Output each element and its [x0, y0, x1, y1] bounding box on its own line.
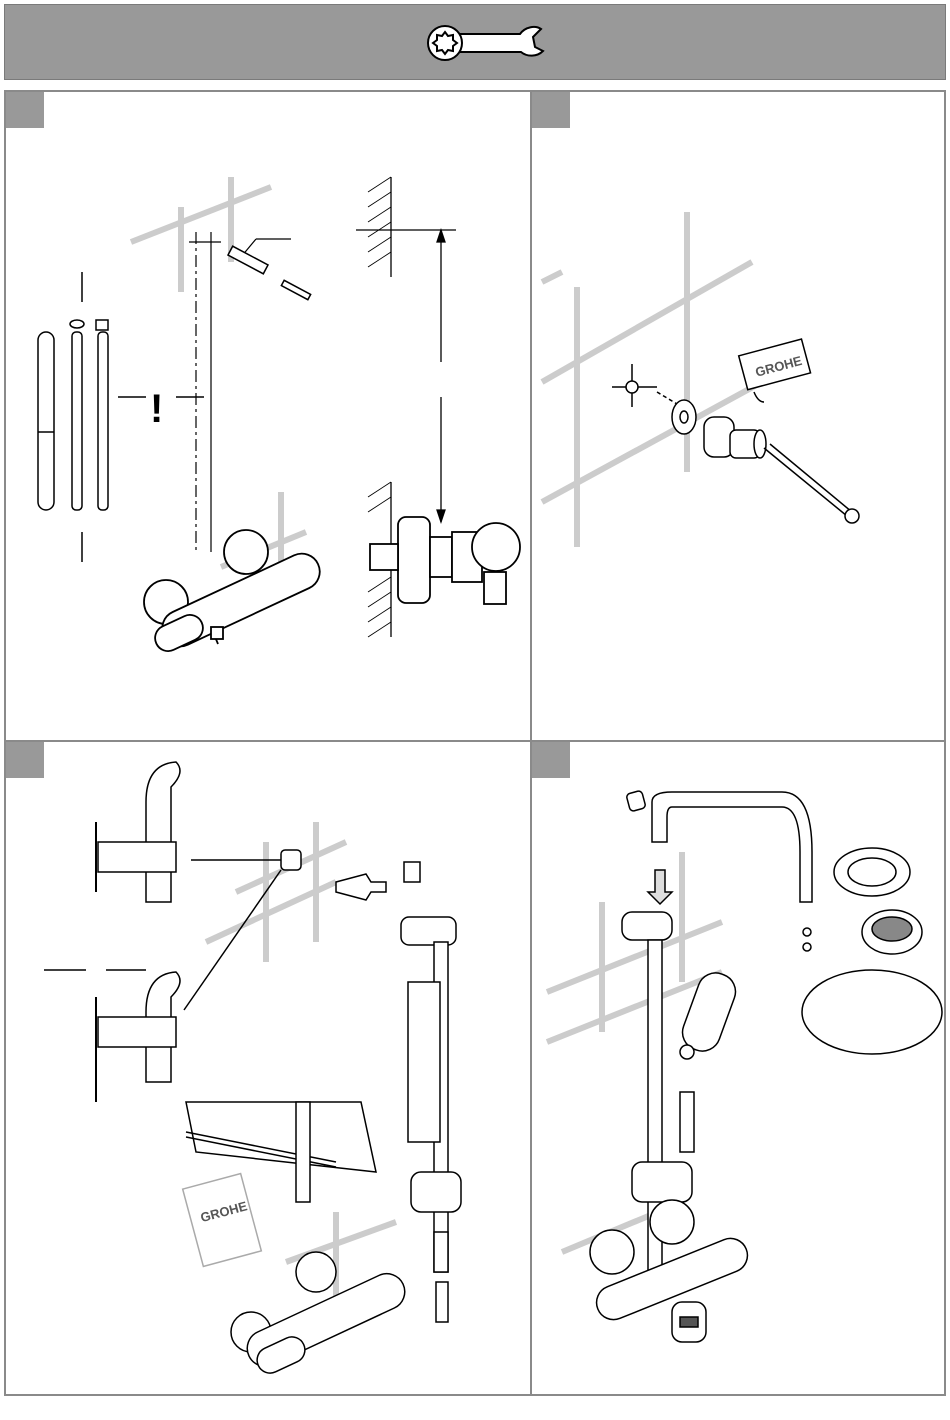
warning-mark: ! [150, 387, 163, 431]
step-2-panel: GROHE [530, 90, 946, 742]
shower-install-illustration [532, 742, 946, 1396]
step-3-panel: GROHE [4, 740, 534, 1396]
wrench-icon [5, 5, 947, 81]
step-1-panel: ! [4, 90, 534, 742]
rail-assembly-illustration: GROHE [6, 742, 534, 1396]
step-4-panel [530, 740, 946, 1396]
header-bar [4, 4, 946, 80]
wall-anchor-illustration: GROHE [532, 92, 946, 742]
wall-mounting-illustration: ! [6, 92, 534, 742]
